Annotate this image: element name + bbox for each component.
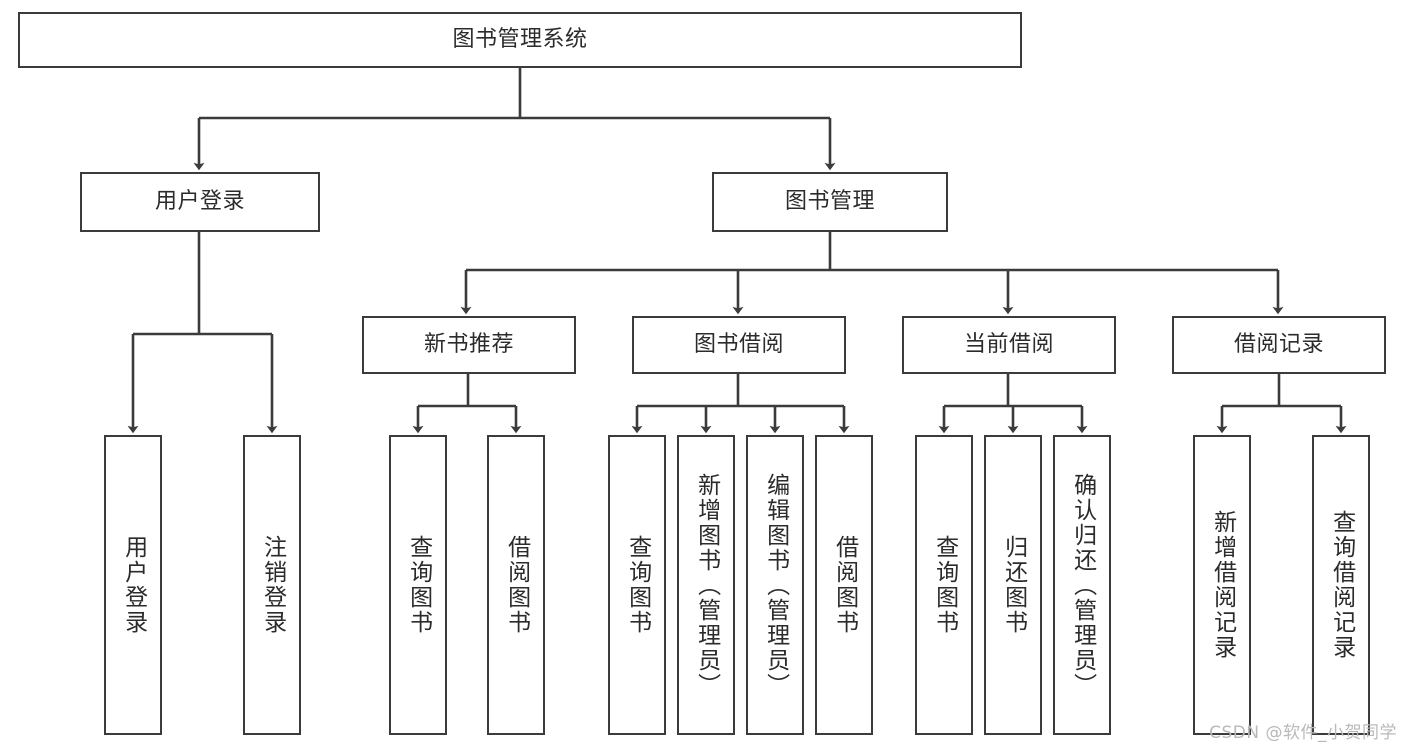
node-book-management[interactable]: 图书管理 bbox=[712, 172, 948, 232]
node-leaf-query-book-a[interactable]: 查询图书 bbox=[389, 435, 447, 735]
node-label: 用户登录 bbox=[120, 535, 147, 635]
node-label: 查询图书 bbox=[405, 535, 432, 635]
node-label: 查询图书 bbox=[931, 535, 958, 635]
node-label: 图书管理 bbox=[784, 188, 875, 214]
node-leaf-add-book[interactable]: 新增图书（管理员） bbox=[677, 435, 735, 735]
node-label: 确认归还（管理员） bbox=[1069, 472, 1096, 698]
node-leaf-edit-book[interactable]: 编辑图书（管理员） bbox=[746, 435, 804, 735]
node-leaf-borrow-book-b[interactable]: 借阅图书 bbox=[815, 435, 873, 735]
node-leaf-return-book[interactable]: 归还图书 bbox=[984, 435, 1042, 735]
node-loan-record[interactable]: 借阅记录 bbox=[1172, 316, 1386, 374]
node-label: 新书推荐 bbox=[423, 331, 514, 357]
node-leaf-logout[interactable]: 注销登录 bbox=[243, 435, 301, 735]
node-label: 查询图书 bbox=[624, 535, 651, 635]
node-label: 编辑图书（管理员） bbox=[762, 472, 789, 698]
node-label: 图书管理系统 bbox=[452, 26, 588, 52]
node-leaf-user-login[interactable]: 用户登录 bbox=[104, 435, 162, 735]
node-current-loan[interactable]: 当前借阅 bbox=[902, 316, 1116, 374]
node-label: 新增图书（管理员） bbox=[693, 472, 720, 698]
node-new-book-recommend[interactable]: 新书推荐 bbox=[362, 316, 576, 374]
node-label: 查询借阅记录 bbox=[1328, 510, 1355, 660]
node-label: 当前借阅 bbox=[963, 331, 1054, 357]
node-leaf-add-loan-record[interactable]: 新增借阅记录 bbox=[1193, 435, 1251, 735]
watermark: CSDN @软件_小贺同学 bbox=[1209, 723, 1397, 743]
node-leaf-query-book-b[interactable]: 查询图书 bbox=[608, 435, 666, 735]
node-leaf-query-book-c[interactable]: 查询图书 bbox=[915, 435, 973, 735]
node-label: 归还图书 bbox=[1000, 535, 1027, 635]
node-label: 图书借阅 bbox=[693, 331, 784, 357]
node-label: 借阅图书 bbox=[503, 535, 530, 635]
node-leaf-borrow-book-a[interactable]: 借阅图书 bbox=[487, 435, 545, 735]
node-label: 注销登录 bbox=[259, 535, 286, 635]
node-leaf-confirm-return[interactable]: 确认归还（管理员） bbox=[1053, 435, 1111, 735]
node-label: 借阅记录 bbox=[1233, 331, 1324, 357]
node-label: 新增借阅记录 bbox=[1209, 510, 1236, 660]
node-leaf-query-loan-record[interactable]: 查询借阅记录 bbox=[1312, 435, 1370, 735]
node-label: 借阅图书 bbox=[831, 535, 858, 635]
node-label: 用户登录 bbox=[154, 188, 245, 214]
node-root[interactable]: 图书管理系统 bbox=[18, 12, 1022, 68]
node-book-borrow[interactable]: 图书借阅 bbox=[632, 316, 846, 374]
node-user-login[interactable]: 用户登录 bbox=[80, 172, 320, 232]
